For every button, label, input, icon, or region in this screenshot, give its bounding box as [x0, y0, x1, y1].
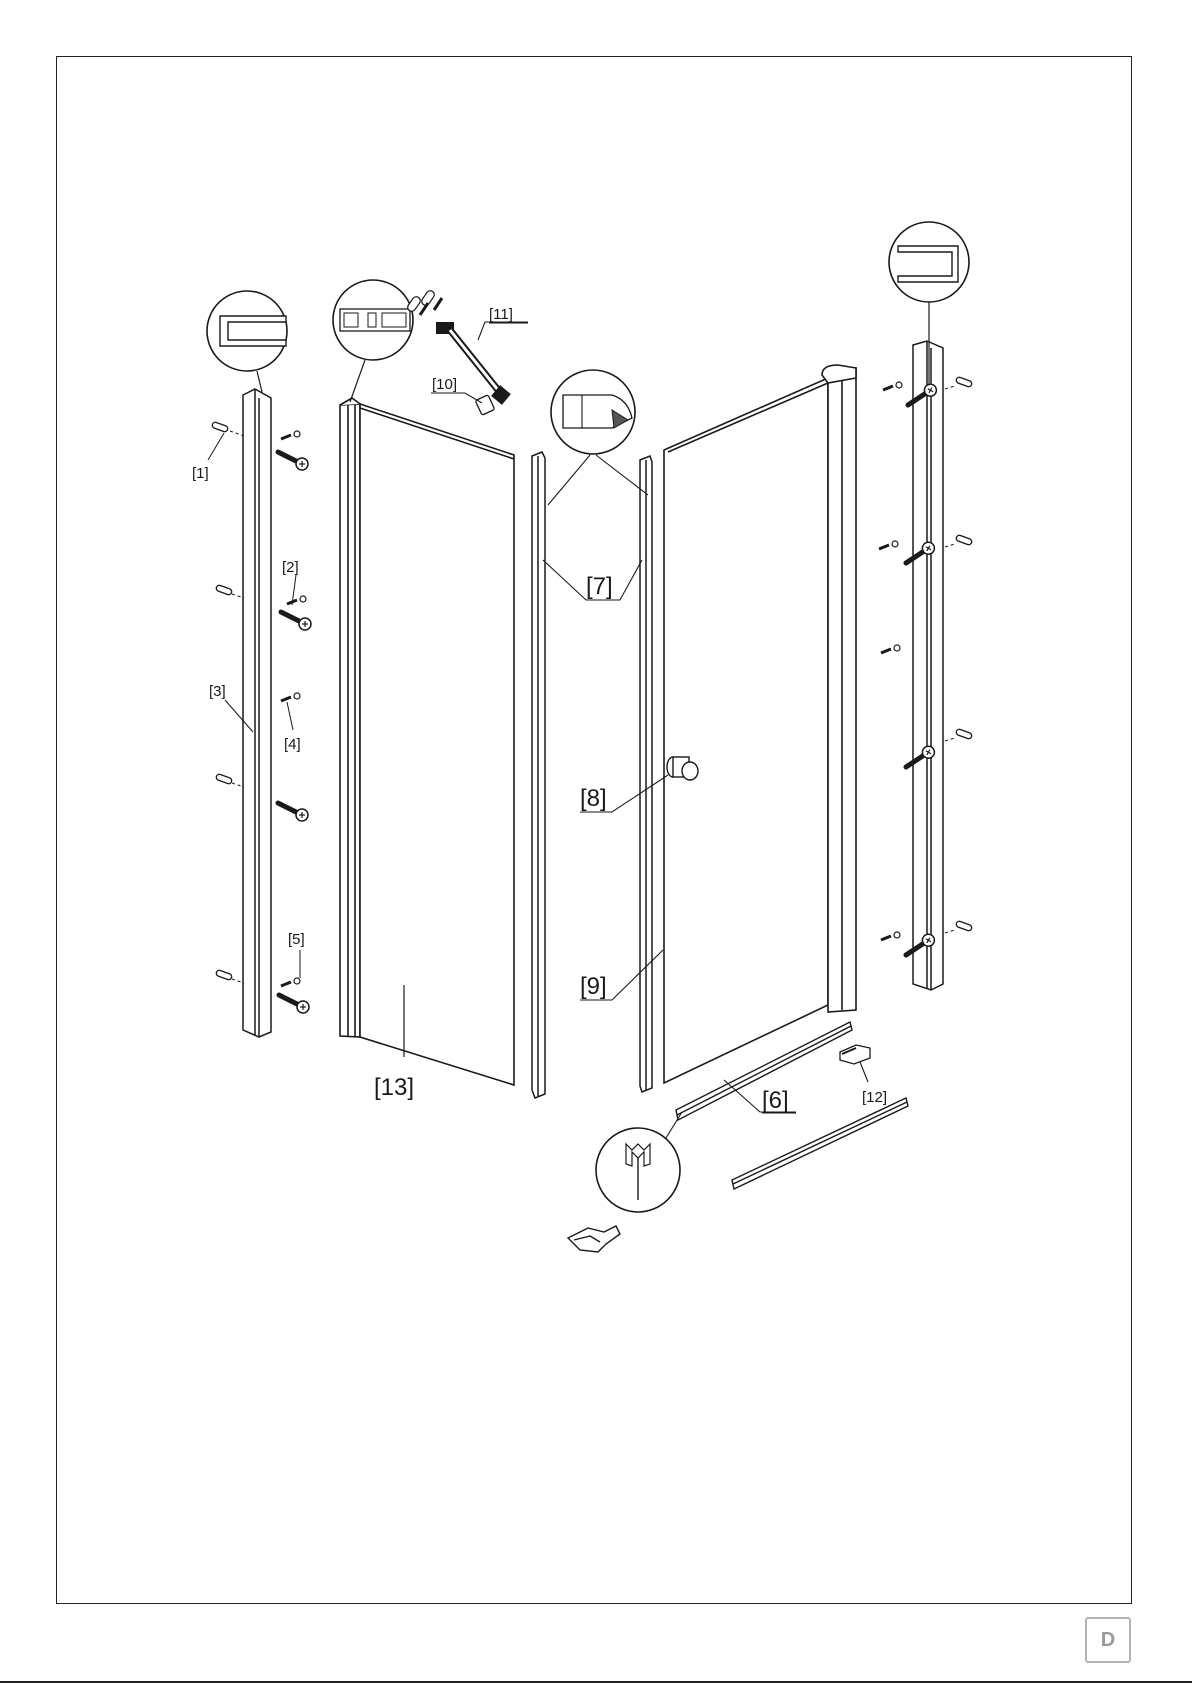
right-profile-detail-circle	[889, 222, 969, 388]
label-11: [11]	[489, 306, 513, 323]
right-wall-profile	[913, 341, 943, 990]
label-5: [5]	[288, 931, 305, 948]
label-12: [12]	[862, 1089, 887, 1106]
label-7: [7]	[586, 573, 613, 600]
left-profile-detail-circle	[207, 291, 287, 392]
left-seal-strip	[532, 452, 545, 1098]
hinged-door-panel	[664, 365, 856, 1083]
left-fixed-glass-panel	[340, 398, 514, 1085]
label-3: [3]	[209, 683, 226, 700]
left-wall-profile	[243, 389, 271, 1037]
end-cap-10	[431, 393, 495, 415]
door-catch-12	[840, 1045, 870, 1082]
label-13: [13]	[374, 1074, 414, 1101]
seal-detail-circle	[548, 370, 648, 505]
bottom-rule	[0, 1681, 1192, 1683]
label-2: [2]	[282, 559, 299, 576]
page-letter-badge: D	[1085, 1617, 1131, 1663]
label-6: [6]	[762, 1087, 789, 1114]
label-9: [9]	[580, 973, 607, 1000]
label-4: [4]	[284, 736, 301, 753]
corner-connector	[568, 1226, 620, 1252]
bottom-track	[732, 1098, 908, 1189]
label-1: [1]	[192, 465, 209, 482]
label-10: [10]	[432, 376, 457, 393]
label-8: [8]	[580, 785, 607, 812]
right-seal-strip	[640, 456, 652, 1092]
sweep-detail-circle	[596, 1112, 682, 1212]
left-panel-detail-circle	[333, 280, 413, 402]
